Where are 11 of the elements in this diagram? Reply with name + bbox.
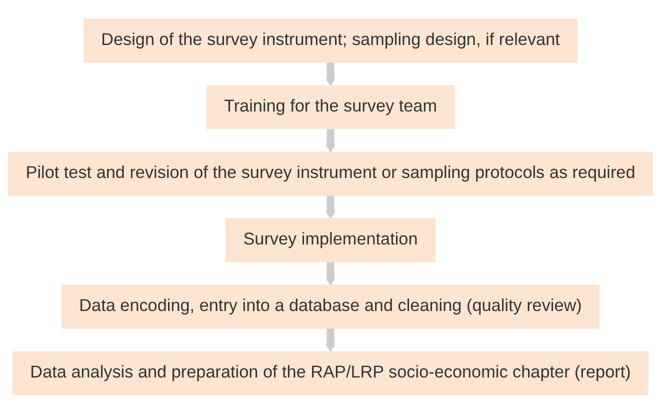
node-box: Training for the survey team — [206, 85, 455, 130]
node-box: Pilot test and revision of the survey instrument or sampling protocols as required — [8, 152, 653, 196]
arrow — [326, 328, 336, 352]
arrow — [326, 62, 336, 86]
node-box: Data encoding, entry into a database and cleaning (quality review) — [61, 284, 600, 329]
node-box: Design of the survey instrument; sampling design, if relevant — [83, 18, 578, 63]
arrow — [326, 195, 336, 220]
arrow — [326, 262, 336, 286]
node-box: Data analysis and preparation of the RAP/LRP socio-economic chapter (report) — [12, 351, 649, 396]
node-box: Survey implementation — [226, 218, 436, 262]
arrow — [326, 128, 336, 153]
